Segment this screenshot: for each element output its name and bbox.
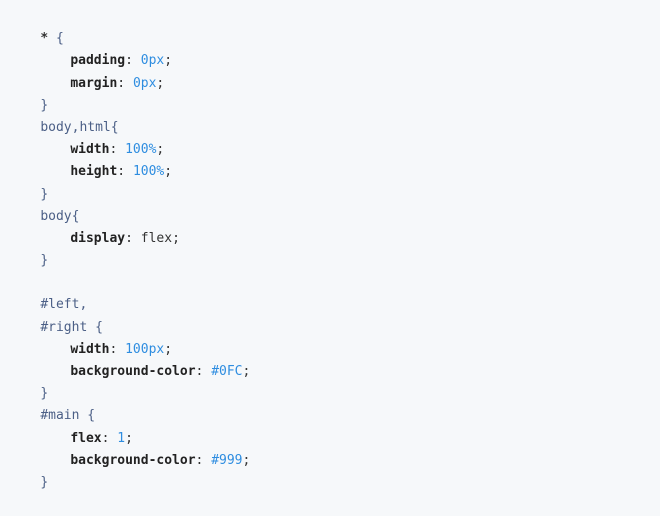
- css-selector: *: [40, 31, 49, 47]
- close-brace: }: [40, 186, 49, 202]
- code-block: * { padding: 0px; margin: 0px; } body,ht…: [9, 6, 660, 490]
- code-line: #main {: [9, 383, 660, 423]
- code-line: #right {: [9, 294, 660, 335]
- css-selector: body: [40, 208, 72, 224]
- open-brace: {: [71, 208, 80, 224]
- css-selector: #left,: [40, 297, 88, 313]
- css-property: margin: [70, 75, 118, 91]
- css-property: width: [70, 142, 110, 158]
- code-line: width: 100px;: [70, 341, 173, 357]
- css-value: 0px: [140, 53, 165, 69]
- open-brace: {: [55, 31, 64, 47]
- css-value: 100%: [125, 142, 157, 158]
- css-selector: #right: [40, 319, 88, 335]
- css-property: padding: [70, 53, 126, 69]
- css-value: 100%: [132, 164, 165, 180]
- css-property: display: [70, 230, 126, 246]
- code-line: }: [9, 228, 660, 268]
- code-line: }: [9, 73, 660, 113]
- css-value: 1: [117, 430, 126, 446]
- css-property: flex: [70, 430, 102, 446]
- code-line: width: 100%;: [70, 142, 165, 158]
- code-line: #left,: [9, 272, 660, 312]
- code-line: body{: [9, 184, 660, 224]
- css-value: #0FC: [211, 364, 243, 380]
- css-property: background-color: [70, 364, 196, 380]
- css-selector: body,html: [40, 119, 111, 135]
- css-property: height: [70, 164, 118, 180]
- css-property: background-color: [70, 452, 196, 468]
- css-property: width: [70, 341, 110, 357]
- close-brace: }: [40, 386, 49, 402]
- code-line: padding: 0px;: [70, 53, 173, 69]
- open-brace: {: [95, 319, 103, 335]
- code-line: display: flex;: [70, 230, 180, 246]
- blank-line: [9, 250, 660, 272]
- code-line: margin: 0px;: [70, 75, 165, 91]
- open-brace: {: [110, 119, 119, 135]
- close-brace: }: [40, 474, 49, 490]
- close-brace: }: [40, 97, 49, 113]
- css-value: 0px: [132, 75, 157, 91]
- css-value: 100px: [125, 341, 165, 357]
- open-brace: {: [87, 408, 96, 424]
- code-line: }: [9, 361, 660, 401]
- code-line: background-color: #0FC;: [70, 364, 251, 380]
- code-line: height: 100%;: [70, 164, 173, 180]
- css-value: #999: [211, 452, 243, 468]
- code-line: }: [9, 161, 660, 202]
- code-line: * {: [9, 6, 660, 46]
- code-line: background-color: #999;: [70, 452, 251, 468]
- code-line: flex: 1;: [70, 430, 133, 446]
- close-brace: }: [40, 253, 49, 269]
- code-line: body,html{: [9, 95, 660, 135]
- css-selector: #main: [40, 408, 80, 424]
- css-value: flex: [140, 230, 173, 246]
